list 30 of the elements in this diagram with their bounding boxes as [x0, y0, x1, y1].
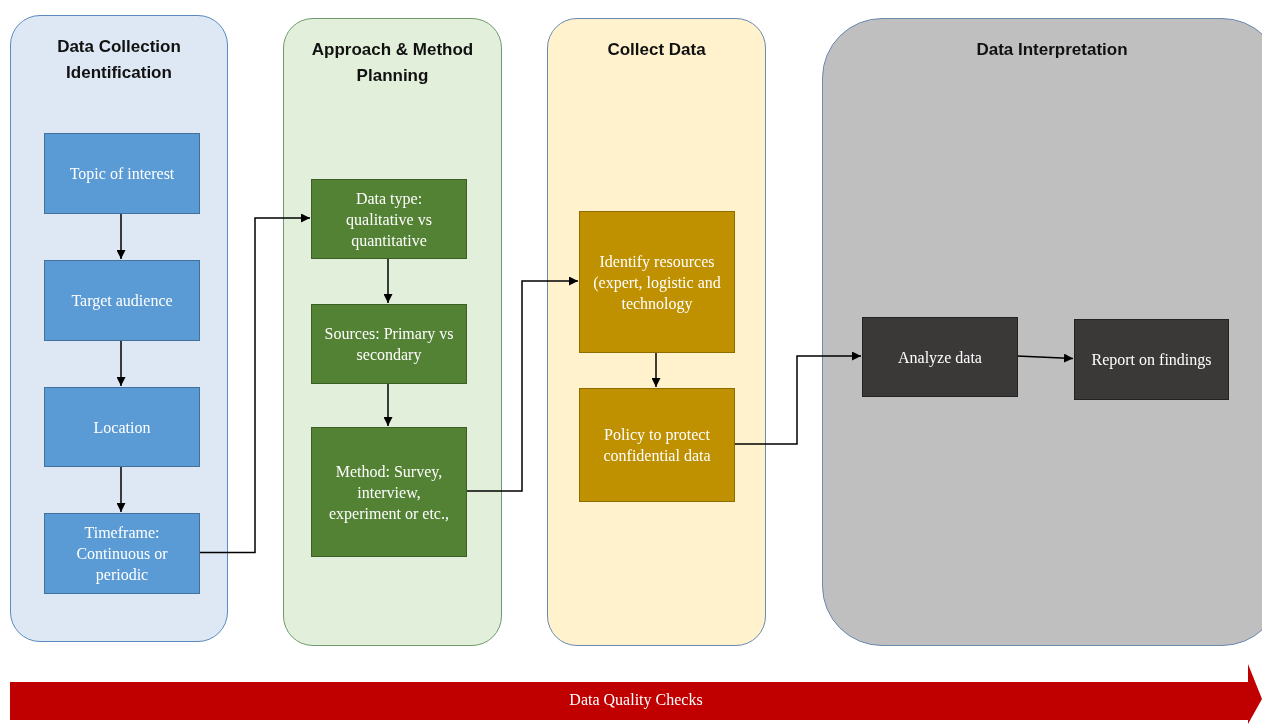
arrow [116, 339, 126, 387]
banner-text: Data Quality Checks [569, 691, 703, 709]
stage-panel [822, 18, 1262, 646]
process-step: Method: Survey, interview, experiment or etc., [311, 427, 467, 557]
process-step: Report on findings [1074, 319, 1229, 400]
process-step: Analyze data [862, 317, 1018, 397]
process-step: Location [44, 387, 200, 467]
arrow [198, 213, 311, 554]
process-step: Topic of interest [44, 133, 200, 214]
arrow [1016, 353, 1074, 363]
process-step: Timeframe: Continuous or periodic [44, 513, 200, 594]
panel-title: Data Collection Identification [56, 36, 182, 84]
arrow [465, 276, 579, 492]
stage-panel [10, 15, 228, 642]
panel-title: Collect Data [606, 39, 707, 61]
arrow [383, 257, 393, 304]
stage-panel [283, 18, 502, 646]
arrow [383, 382, 393, 427]
arrow [733, 351, 862, 445]
process-step: Sources: Primary vs secondary [311, 304, 467, 384]
process-step: Data type: qualitative vs quantitative [311, 179, 467, 259]
arrow [116, 212, 126, 260]
process-step: Target audience [44, 260, 200, 341]
panel-title: Approach & Method Planning [310, 39, 475, 87]
process-step: Identify resources (expert, logistic and technology [579, 211, 735, 353]
stage-panel [547, 18, 766, 646]
arrow [116, 465, 126, 513]
panel-title: Data Interpretation [975, 39, 1129, 61]
process-step: Policy to protect confidential data [579, 388, 735, 502]
arrow [651, 351, 661, 388]
